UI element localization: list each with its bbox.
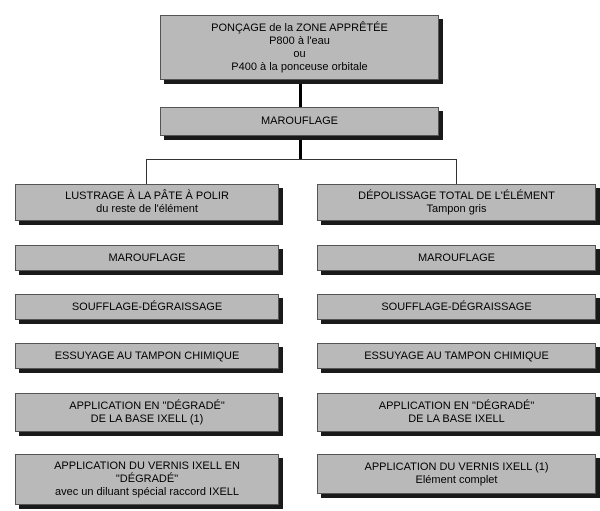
connector-middle [299, 136, 302, 160]
left-step-lustrage: LUSTRAGE À LA PÂTE À POLIR du reste de l… [15, 184, 279, 221]
right-step-marouflage-label: MAROUFLAGE [417, 251, 495, 264]
right-step-application-base: APPLICATION EN "DÉGRADÉ" DE LA BASE IXEL… [317, 393, 596, 432]
right-step-application-vernis-line1: APPLICATION DU VERNIS IXELL (1) [364, 461, 549, 473]
step-poncage: PONÇAGE de la ZONE APPRÊTÉE P800 à l'eau… [160, 15, 439, 80]
right-step-soufflage-label: SOUFFLAGE-DÉGRAISSAGE [381, 300, 532, 313]
left-step-application-vernis-line1: APPLICATION DU VERNIS IXELL EN [54, 460, 240, 472]
left-step-lustrage-line1: LUSTRAGE À LA PÂTE À POLIR [65, 189, 229, 202]
left-step-marouflage-label: MAROUFLAGE [108, 251, 186, 264]
connector-right-drop [456, 159, 457, 184]
left-step-marouflage: MAROUFLAGE [15, 245, 279, 271]
left-step-soufflage: SOUFFLAGE-DÉGRAISSAGE [15, 294, 279, 320]
left-step-application-vernis-line3: avec un diluant spécial raccord IXELL [54, 486, 240, 498]
right-step-depolissage: DÉPOLISSAGE TOTAL DE L'ÉLÉMENT Tampon gr… [317, 184, 596, 221]
connector-left-drop [146, 159, 147, 184]
left-step-application-base-line1: APPLICATION EN "DÉGRADÉ" [69, 399, 225, 412]
step-poncage-line1: PONÇAGE de la ZONE APPRÊTÉE [211, 21, 388, 34]
right-step-essuyage: ESSUYAGE AU TAMPON CHIMIQUE [317, 343, 596, 369]
left-step-application-vernis-line2: "DÉGRADÉ" [115, 473, 179, 485]
left-step-application-base: APPLICATION EN "DÉGRADÉ" DE LA BASE IXEL… [15, 393, 279, 432]
right-step-depolissage-line2: Tampon gris [426, 202, 487, 215]
right-step-soufflage: SOUFFLAGE-DÉGRAISSAGE [317, 294, 596, 320]
right-step-application-vernis: APPLICATION DU VERNIS IXELL (1) Elément … [317, 454, 596, 494]
left-step-essuyage-label: ESSUYAGE AU TAMPON CHIMIQUE [54, 349, 240, 362]
left-step-soufflage-label: SOUFFLAGE-DÉGRAISSAGE [71, 300, 223, 313]
right-step-application-base-line2: DE LA BASE IXELL [408, 412, 505, 425]
left-step-essuyage: ESSUYAGE AU TAMPON CHIMIQUE [15, 343, 279, 369]
left-step-application-base-line2: DE LA BASE IXELL (1) [90, 412, 204, 425]
right-step-essuyage-label: ESSUYAGE AU TAMPON CHIMIQUE [364, 349, 549, 362]
left-step-lustrage-line2: du reste de l'élément [96, 202, 198, 215]
step-poncage-line3: ou [293, 47, 306, 60]
right-step-application-vernis-line2: Elément complet [415, 474, 498, 486]
right-step-application-base-line1: APPLICATION EN "DÉGRADÉ" [378, 399, 535, 412]
connector-top [299, 80, 302, 107]
step-poncage-line4: P400 à la ponceuse orbitale [231, 60, 368, 73]
step-marouflage-top-label: MAROUFLAGE [260, 115, 338, 127]
right-step-marouflage: MAROUFLAGE [317, 245, 596, 271]
left-step-application-vernis: APPLICATION DU VERNIS IXELL EN "DÉGRADÉ"… [15, 454, 279, 505]
connector-branch [146, 159, 457, 160]
step-poncage-line2: P800 à l'eau [269, 34, 330, 47]
right-step-depolissage-line1: DÉPOLISSAGE TOTAL DE L'ÉLÉMENT [358, 189, 555, 202]
step-marouflage-top: MAROUFLAGE [160, 107, 439, 136]
